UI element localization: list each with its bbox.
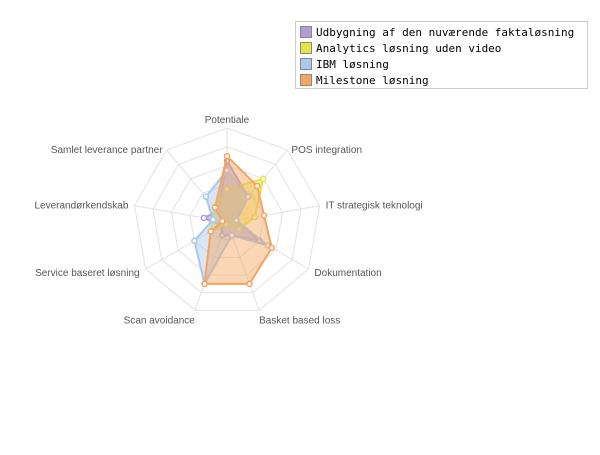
data-point: [244, 193, 252, 201]
legend-swatch: [300, 58, 312, 70]
data-point: [191, 237, 198, 245]
axis-label: Samlet leverance partner: [51, 145, 163, 156]
radar-series: [191, 152, 276, 288]
axis-label: Leverandørkendskab: [34, 201, 128, 212]
axis-label: POS integration: [291, 145, 362, 156]
series-3: [191, 167, 271, 288]
series-area: [193, 169, 269, 285]
data-point: [253, 182, 261, 190]
grid-ring: [133, 127, 321, 311]
data-point: [200, 214, 208, 222]
data-point: [202, 193, 210, 201]
data-point: [223, 152, 231, 160]
legend-swatch: [300, 42, 312, 54]
axis-label: Service baseret løsning: [35, 268, 140, 279]
data-point: [223, 185, 231, 193]
data-point: [246, 280, 253, 288]
data-point: [222, 221, 230, 228]
legend-swatch: [300, 26, 312, 38]
data-point: [207, 228, 214, 235]
data-point: [233, 217, 240, 224]
data-point: [209, 216, 217, 223]
data-point: [201, 280, 208, 288]
legend-box: [295, 21, 588, 89]
axis-label: IT strategisk teknologi: [326, 201, 423, 212]
legend-label: Udbygning af den nuværende faktaløsning: [316, 26, 574, 39]
data-point: [228, 231, 236, 239]
legend-label: IBM løsning: [316, 58, 389, 71]
axis-label: Dokumentation: [314, 268, 381, 279]
axis-label: Potentiale: [205, 115, 250, 126]
axis-label: Scan avoidance: [124, 315, 196, 326]
data-point: [268, 244, 276, 252]
series-2: [207, 175, 267, 235]
axis-label: Basket based loss: [259, 315, 340, 326]
data-point: [235, 225, 243, 233]
grid-spoke: [226, 205, 320, 223]
grid-ring: [170, 165, 284, 276]
data-point: [251, 213, 259, 221]
data-point: [218, 231, 226, 239]
legend-label: Milestone løsning: [316, 74, 429, 87]
legend: Udbygning af den nuværende faktaløsningA…: [295, 21, 588, 89]
data-point: [260, 212, 268, 219]
data-point: [211, 204, 219, 211]
series-4: [201, 152, 276, 288]
legend-label: Analytics løsning uden video: [316, 42, 501, 55]
data-point: [260, 175, 267, 183]
grid-ring: [152, 146, 302, 294]
legend-swatch: [300, 74, 312, 86]
data-point: [219, 217, 226, 225]
